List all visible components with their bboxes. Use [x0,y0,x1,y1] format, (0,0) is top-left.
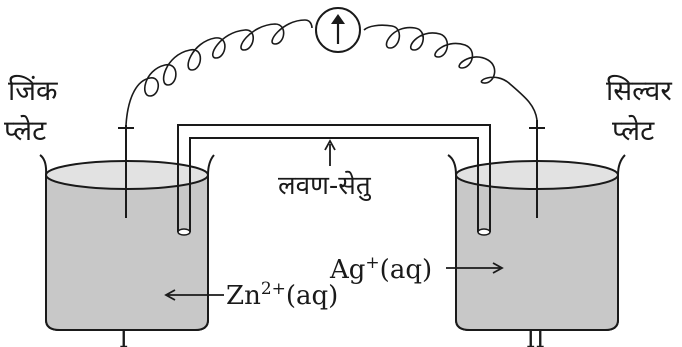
ag-ion-label: Ag+(aq) [329,253,432,285]
zn-ion-label: Zn2+(aq) [226,279,338,311]
silver-plate [529,120,545,218]
solution-right [456,175,618,330]
ag-ion-base: Ag [329,255,365,285]
zinc-plate [118,125,134,218]
solution-left [46,175,208,330]
ag-ion-charge: + [365,253,379,273]
right-plate-label-line1: सिल्वर [606,74,672,107]
zn-ion-base: Zn [226,281,261,311]
ag-ion-suffix: (aq) [380,255,432,285]
left-plate-label-line2: प्लेट [4,114,47,147]
beaker-left-label: I [119,325,128,347]
zn-ion-suffix: (aq) [286,281,338,311]
salt-bridge-label: लवण-सेतु [278,170,372,201]
right-plate-label-line2: प्लेट [612,114,655,147]
zn-ion-pointer [164,289,224,301]
up-arrow-icon [331,14,345,44]
salt-bridge [177,124,491,236]
beaker-right-label: II [526,325,545,347]
left-plate-label-line1: जिंक [8,74,58,107]
galvanometer [315,7,361,53]
beaker-right [447,154,626,331]
salt-bridge-pointer [324,139,336,166]
connecting-wire [125,19,538,126]
zn-ion-charge: 2+ [261,279,286,299]
ag-ion-pointer [446,262,504,274]
